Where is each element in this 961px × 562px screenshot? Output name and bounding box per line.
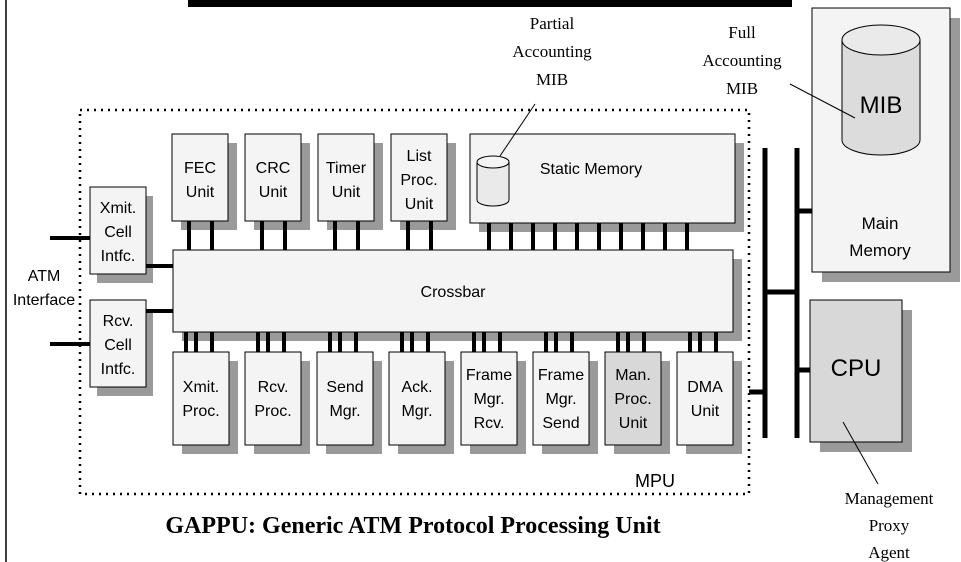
man-proc-unit-label-3: Unit <box>619 415 648 432</box>
mgmt-agent-pointer <box>842 421 879 485</box>
top-bar <box>188 0 792 7</box>
list-proc-unit-label-2: Proc. <box>400 172 437 189</box>
man-proc-unit-label-1: Man. <box>615 367 651 384</box>
dma-unit-label-1: DMA <box>687 379 723 396</box>
mib-label: MIB <box>860 92 903 119</box>
frame-mgr-rcv-label-1: Frame <box>466 367 512 384</box>
fec-unit-label-1: FEC <box>184 160 216 177</box>
mpu-boundary <box>78 108 751 496</box>
ack-mgr-box <box>388 351 454 454</box>
rcv-cell-intfc-box <box>89 299 153 396</box>
static-memory-label: Static Memory <box>540 161 642 178</box>
mib-cylinder <box>841 24 921 156</box>
full-mib-label-3: MIB <box>726 79 758 98</box>
man-proc-unit-label-2: Proc. <box>614 391 651 408</box>
rcv-proc-label-1: Rcv. <box>258 379 289 396</box>
rcv-cell-label-2: Cell <box>104 337 132 354</box>
crossbar-box <box>172 249 742 341</box>
mgmt-agent-label-3: Agent <box>868 543 910 562</box>
full-mib-label-1: Full <box>728 23 756 42</box>
rcv-proc-label-2: Proc. <box>254 403 291 420</box>
dma-unit-label-2: Unit <box>691 403 720 420</box>
list-proc-unit-label-1: List <box>407 148 432 165</box>
dma-unit-box <box>676 351 742 454</box>
rcv-cell-label-1: Rcv. <box>103 313 134 330</box>
send-mgr-label-2: Mgr. <box>329 403 360 420</box>
crc-unit-label-1: CRC <box>256 160 291 177</box>
atm-interface-label-2: Interface <box>13 292 75 309</box>
xmit-proc-box <box>172 351 238 454</box>
xmit-proc-label-1: Xmit. <box>183 379 219 396</box>
timer-unit-label-1: Timer <box>326 160 367 177</box>
frame-mgr-rcv-label-3: Rcv. <box>474 415 505 432</box>
xmit-cell-label-1: Xmit. <box>100 200 136 217</box>
timer-unit-label-2: Unit <box>332 184 361 201</box>
xmit-cell-label-2: Cell <box>104 224 132 241</box>
ack-mgr-label-2: Mgr. <box>401 403 432 420</box>
frame-mgr-send-label-2: Mgr. <box>545 391 576 408</box>
send-mgr-label-1: Send <box>326 379 363 396</box>
partial-mib-pointer <box>499 103 536 157</box>
fec-unit-box <box>171 133 237 230</box>
xmit-proc-label-2: Proc. <box>182 403 219 420</box>
rcv-proc-box <box>244 351 310 454</box>
main-memory-label-2: Memory <box>849 241 911 260</box>
frame-mgr-rcv-box <box>460 351 526 454</box>
xmit-cell-label-3: Intfc. <box>101 248 136 265</box>
mgmt-agent-label-1: Management <box>845 489 934 508</box>
frame-mgr-send-label-1: Frame <box>538 367 584 384</box>
crossbar-label: Crossbar <box>421 284 487 301</box>
cell-links <box>50 236 173 346</box>
cpu-box <box>809 299 912 452</box>
list-proc-unit-box <box>390 133 456 230</box>
list-proc-unit-label-3: Unit <box>405 196 434 213</box>
xmit-cell-intfc-box <box>89 186 153 283</box>
ack-mgr-label-1: Ack. <box>401 379 432 396</box>
main-memory-label-1: Main <box>862 214 899 233</box>
partial-mib-label-3: MIB <box>536 70 568 89</box>
man-proc-unit-box <box>604 351 670 454</box>
top-connectors <box>187 221 689 250</box>
system-bus <box>749 148 812 438</box>
send-mgr-box <box>316 351 382 454</box>
crc-unit-label-2: Unit <box>259 184 288 201</box>
rcv-cell-label-3: Intfc. <box>101 361 136 378</box>
static-memory-box <box>469 133 744 232</box>
frame-mgr-rcv-label-2: Mgr. <box>473 391 504 408</box>
full-mib-label-2: Accounting <box>702 51 782 70</box>
bottom-connectors <box>184 332 718 352</box>
full-mib-pointer <box>789 83 856 119</box>
frame-mgr-send-label-3: Send <box>542 415 579 432</box>
atm-interface-label-1: ATM <box>28 268 61 285</box>
mpu-label: MPU <box>635 471 675 491</box>
frame-mgr-send-box <box>532 351 598 454</box>
diagram-title: GAPPU: Generic ATM Protocol Processing U… <box>165 513 660 539</box>
partial-mib-label-2: Accounting <box>512 42 592 61</box>
partial-mib-cylinder <box>476 155 510 207</box>
fec-unit-label-2: Unit <box>186 184 215 201</box>
cpu-label: CPU <box>831 355 882 382</box>
crc-unit-box <box>244 133 310 230</box>
mgmt-agent-label-2: Proxy <box>869 516 910 535</box>
partial-mib-label-1: Partial <box>530 14 575 33</box>
timer-unit-box <box>317 133 383 230</box>
